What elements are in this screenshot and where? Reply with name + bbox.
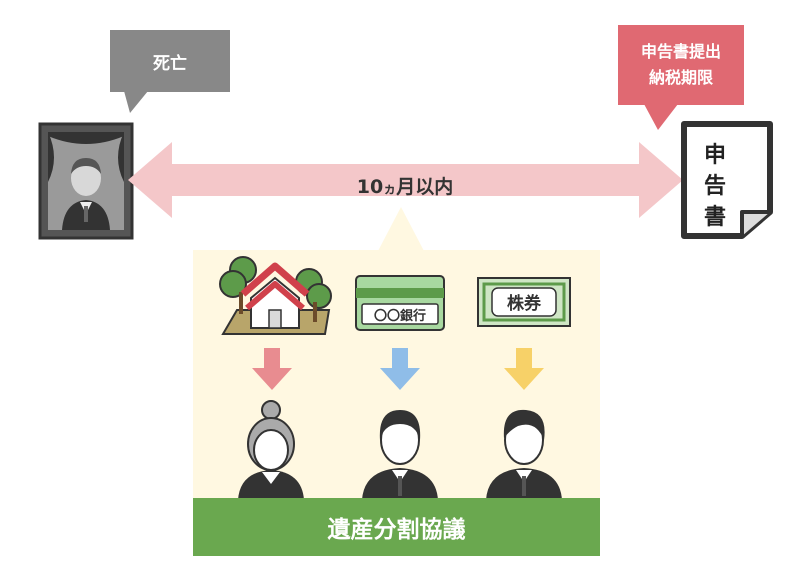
document-text: 申 告 書 <box>695 140 735 233</box>
period-ka: ヵ <box>383 182 397 197</box>
death-bubble-tail <box>124 91 148 113</box>
filing-label-line2: 納税期限 <box>648 68 713 87</box>
filing-label-line1: 申告書提出 <box>640 42 721 61</box>
young-man-icon <box>486 409 562 500</box>
stock-name: 株券 <box>507 294 541 314</box>
arrow-down-blue-icon <box>380 348 420 390</box>
estate-division-agreement-bar: 遺産分割協議 <box>193 498 600 556</box>
death-bubble: 死亡 <box>110 30 230 92</box>
arrow-down-red-icon <box>252 348 292 390</box>
period-number: 10 <box>356 176 384 198</box>
stock-certificate-icon <box>477 277 571 327</box>
house-with-trees-icon <box>219 256 332 335</box>
agreement-label: 遺産分割協議 <box>327 517 466 543</box>
period-unit: 月以内 <box>396 176 454 198</box>
filing-deadline-bubble: 申告書提出 納税期限 <box>618 25 744 105</box>
document-char: 申 <box>703 143 726 168</box>
tax-return-document-icon <box>681 121 773 239</box>
arrow-down-yellow-icon <box>504 348 544 390</box>
timeline-double-arrow <box>128 142 683 218</box>
period-label: 10ヵ月以内 <box>330 172 480 199</box>
filing-bubble-tail <box>644 104 678 130</box>
grandmother-icon <box>238 400 304 500</box>
panel-pointer <box>378 207 424 251</box>
middle-aged-man-icon <box>362 410 438 500</box>
bank-name: 〇〇銀行 <box>373 309 426 324</box>
death-label: 死亡 <box>153 53 187 74</box>
document-char: 告 <box>703 174 726 199</box>
framed-portrait-icon <box>38 122 134 240</box>
document-char: 書 <box>703 205 726 230</box>
bankbook-icon <box>355 275 445 331</box>
